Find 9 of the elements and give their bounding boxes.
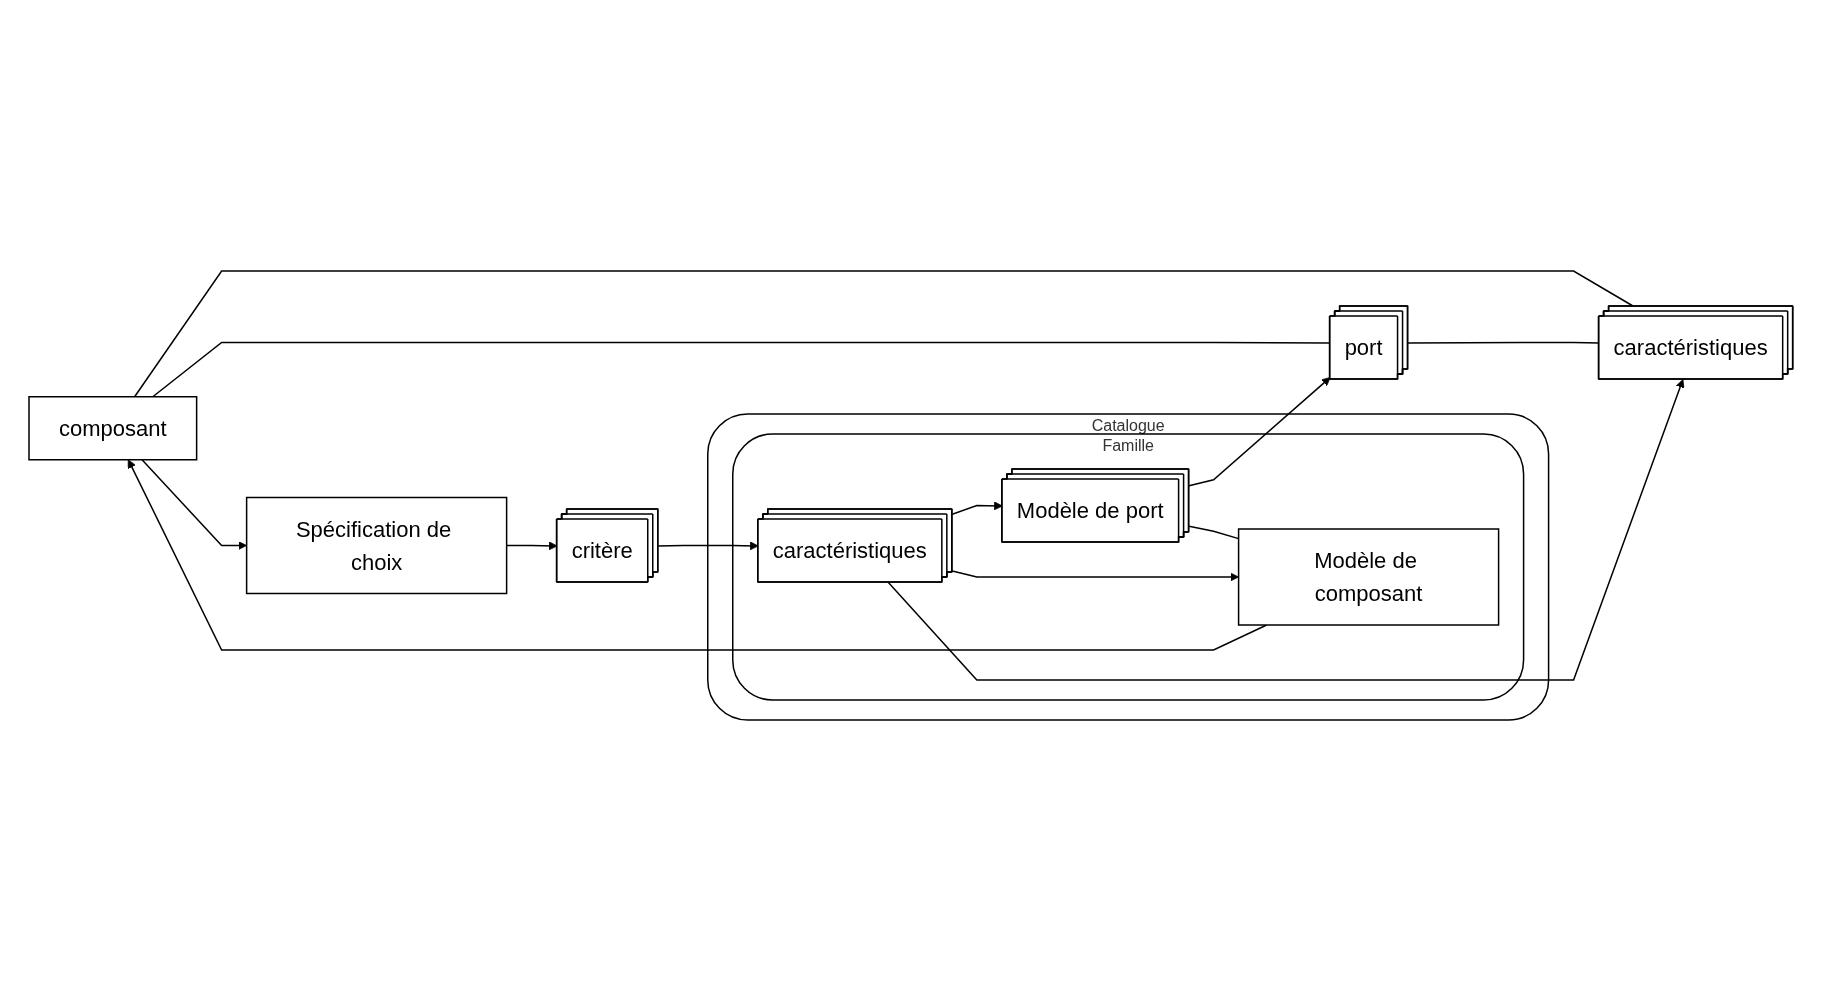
arrow bbox=[657, 541, 759, 551]
node-box: composant bbox=[28, 396, 198, 461]
arrow bbox=[506, 541, 558, 551]
arrow bbox=[887, 379, 1685, 681]
arrow bbox=[1188, 377, 1331, 487]
connector bbox=[1407, 341, 1600, 344]
arrow bbox=[951, 501, 1003, 515]
node-box: Modèle de composant bbox=[1238, 528, 1500, 626]
node-box: Spécification de choix bbox=[246, 496, 508, 595]
